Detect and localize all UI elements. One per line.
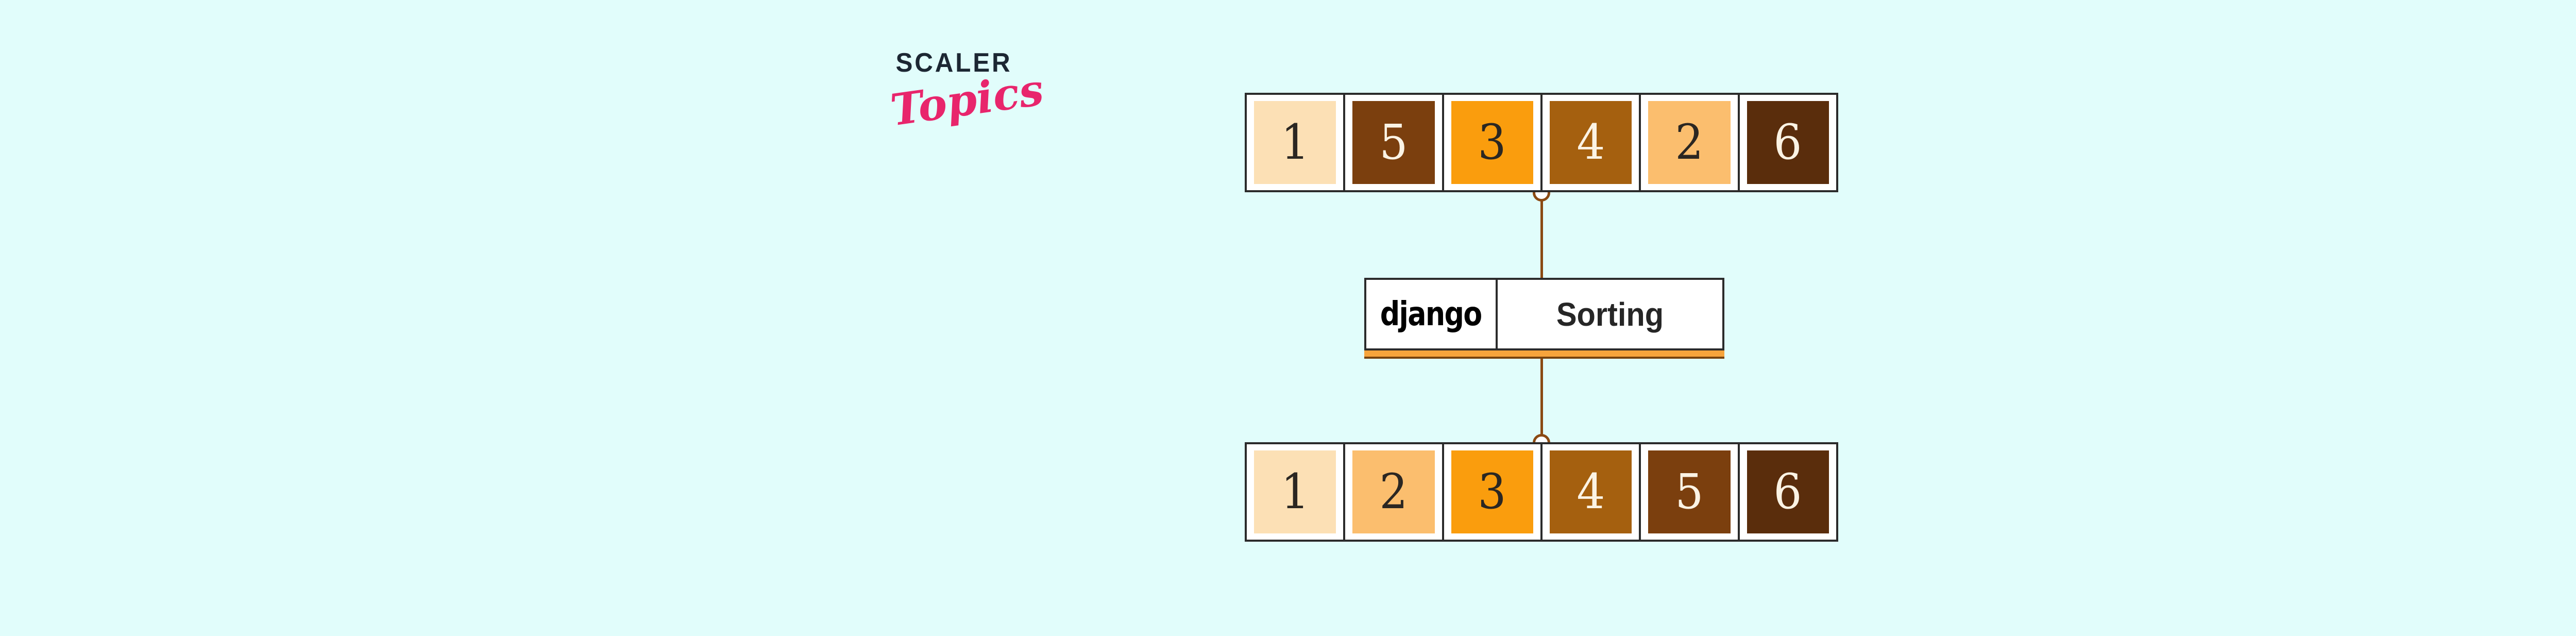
sorted-array: 1 2 3 4 5 6: [1245, 442, 1838, 542]
array-cell-value: 5: [1675, 463, 1704, 520]
scaler-topics-logo: SCALER Topics: [888, 47, 1047, 136]
array-cell-tile: 4: [1549, 101, 1632, 184]
array-cell: 4: [1540, 444, 1639, 540]
array-cell: 2: [1639, 95, 1737, 190]
django-logo-cell: django: [1366, 280, 1498, 348]
array-cell-value: 1: [1281, 114, 1310, 171]
array-cell: 6: [1737, 444, 1836, 540]
array-cell-tile: 2: [1352, 450, 1435, 533]
array-cell-value: 3: [1478, 463, 1506, 520]
array-cell: 1: [1247, 444, 1343, 540]
array-cell-tile: 6: [1747, 450, 1829, 533]
array-cell-tile: 5: [1352, 101, 1435, 184]
array-cell-value: 4: [1577, 463, 1605, 520]
array-cell-value: 6: [1773, 114, 1802, 171]
array-cell-tile: 3: [1451, 450, 1533, 533]
unsorted-array: 1 5 3 4 2 6: [1245, 93, 1838, 192]
sorting-label-text: Sorting: [1556, 295, 1664, 333]
array-cell: 5: [1639, 444, 1737, 540]
array-cell: 2: [1343, 444, 1442, 540]
array-cell: 3: [1442, 444, 1540, 540]
array-cell-value: 1: [1281, 463, 1310, 520]
array-cell-value: 6: [1773, 463, 1802, 520]
array-cell-value: 4: [1577, 114, 1605, 171]
array-cell: 4: [1540, 95, 1639, 190]
array-cell-tile: 6: [1747, 101, 1829, 184]
array-cell-value: 3: [1478, 114, 1506, 171]
array-cell: 6: [1737, 95, 1836, 190]
array-cell-tile: 1: [1254, 450, 1336, 533]
sorting-label-cell: Sorting: [1498, 280, 1722, 348]
django-logo-text: django: [1380, 295, 1482, 333]
array-cell-tile: 2: [1648, 101, 1731, 184]
array-cell-value: 5: [1379, 114, 1408, 171]
process-box-underline: [1364, 350, 1724, 359]
django-sorting-box: django Sorting: [1364, 278, 1724, 350]
array-cell-tile: 4: [1549, 450, 1632, 533]
logo-brand-text: SCALER: [895, 48, 1012, 78]
array-cell-tile: 5: [1648, 450, 1731, 533]
array-cell-value: 2: [1379, 463, 1408, 520]
array-cell-tile: 1: [1254, 101, 1336, 184]
array-cell: 3: [1442, 95, 1540, 190]
array-cell: 5: [1343, 95, 1442, 190]
array-cell-value: 2: [1675, 114, 1704, 171]
array-cell-tile: 3: [1451, 101, 1533, 184]
array-cell: 1: [1247, 95, 1343, 190]
